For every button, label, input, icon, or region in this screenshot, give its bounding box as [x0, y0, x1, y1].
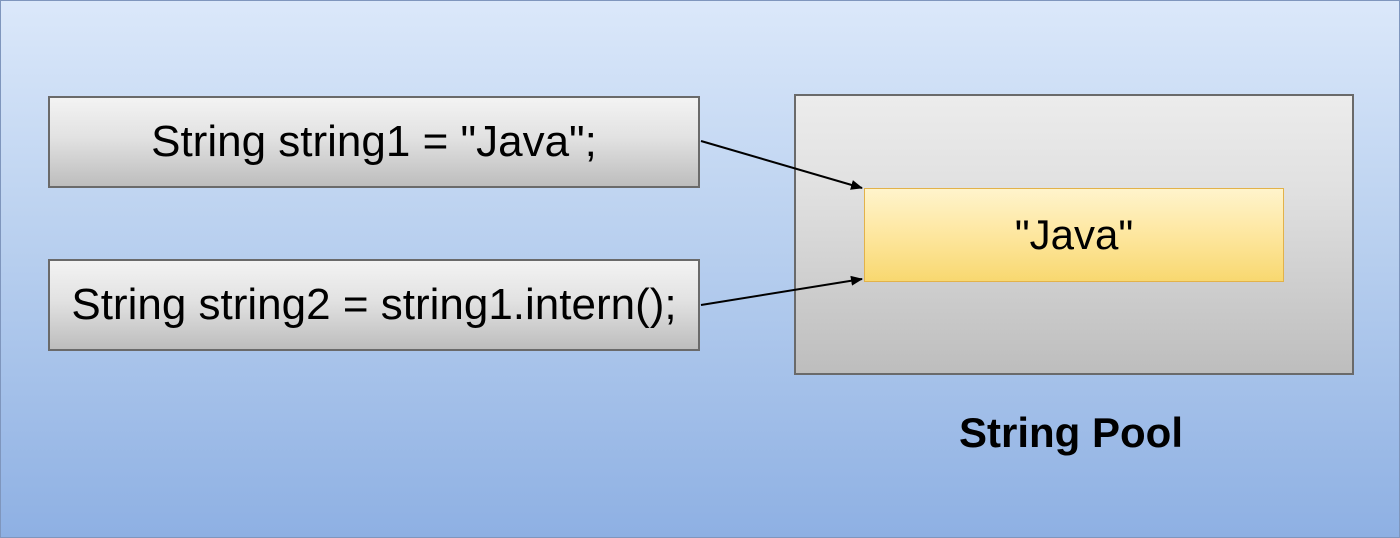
statement-string1-box: String string1 = "Java";: [48, 96, 700, 188]
arrow-string1-to-pool: [700, 140, 863, 190]
statement-string1-text: String string1 = "Java";: [151, 117, 597, 166]
pool-value-box: "Java": [864, 188, 1284, 282]
pool-value-text: "Java": [1014, 211, 1134, 258]
arrow-string2-to-pool: [700, 275, 863, 306]
statement-string2-text: String string2 = string1.intern();: [71, 280, 677, 329]
statement-string2-box: String string2 = string1.intern();: [48, 259, 700, 351]
string-pool-label: String Pool: [959, 409, 1183, 456]
